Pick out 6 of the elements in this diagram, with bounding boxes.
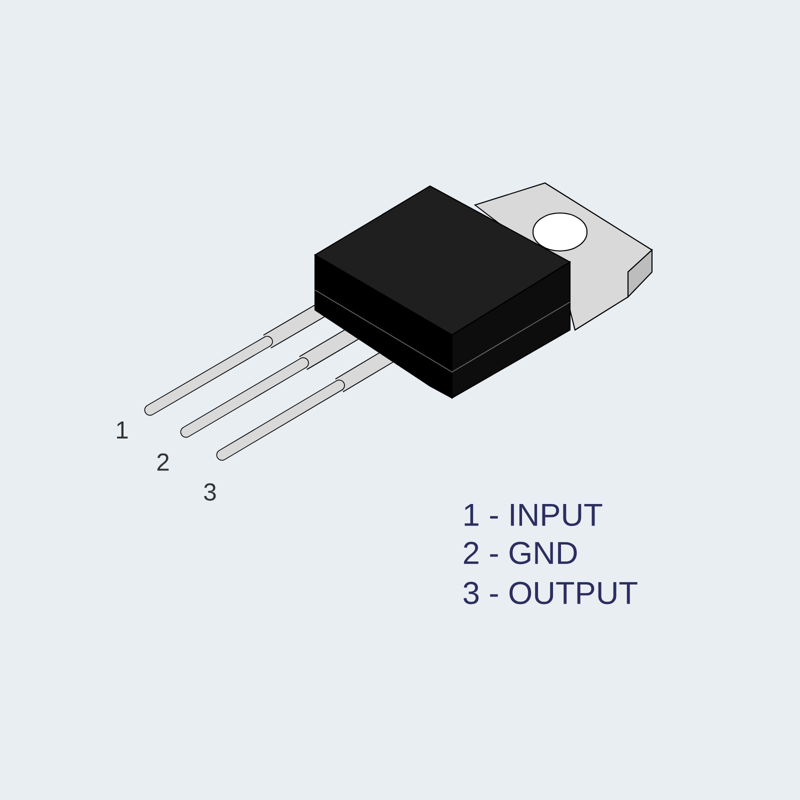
pin-number: 2 <box>157 453 169 471</box>
pin-number: 1 <box>117 422 128 438</box>
pin-description: 1 - INPUT <box>464 504 602 526</box>
pin-number: 3 <box>204 483 216 501</box>
pin-description: 2 - GND <box>464 542 577 564</box>
pin-description: 3 - OUTPUT <box>464 582 638 604</box>
